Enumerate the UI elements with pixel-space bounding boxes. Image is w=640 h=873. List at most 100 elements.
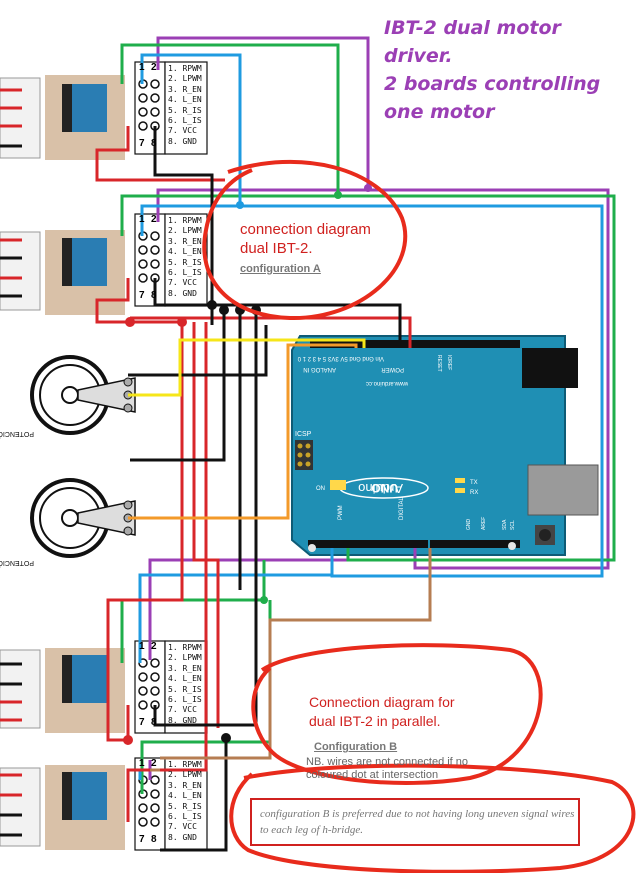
title-line-4: one motor [384, 101, 495, 123]
wires-orange [128, 343, 358, 520]
pin-num: 2 [151, 758, 157, 769]
driver-4-pin-list: 1. RPWM 2. LPWM 3. R_EN 4. L_EN 5. R_IS … [168, 760, 202, 843]
pin-label: 4. L_EN [168, 95, 202, 105]
pin-num: 2 [151, 62, 157, 73]
pot-2-label: POTENCIÓMETRO LINEAR [0, 559, 34, 568]
pin-num: 7 [139, 717, 145, 728]
arduino-uno-board [291, 335, 599, 556]
pin-num: 1 [139, 641, 145, 652]
arduino-rx: RX [470, 490, 478, 496]
pin-num: 1 [139, 62, 145, 73]
header-blocks [134, 61, 208, 851]
arduino-brand: Arduino [358, 481, 403, 496]
driver-2-pin-list: 1. RPWM 2. LPWM 3. R_EN 4. L_EN 5. R_IS … [168, 216, 202, 299]
pin-label: 2. LPWM [168, 770, 202, 780]
pin-label: 1. RPWM [168, 643, 202, 652]
pin-label: 7. VCC [168, 126, 197, 136]
annotation-loops [202, 159, 636, 873]
arduino-site: www.arduino.cc [366, 380, 409, 386]
pin-label: 1. RPWM [168, 64, 202, 73]
pin-label: 5. R_IS [168, 684, 202, 694]
config-b-line-1: Connection diagram for [309, 694, 455, 710]
arduino-power-label: POWER [381, 366, 404, 372]
page-title: IBT-2 dual motor driver. 2 boards contro… [384, 14, 634, 126]
arduino-aref: AREF [481, 517, 487, 530]
arduino-ioref: IOREF [446, 355, 452, 370]
pin-label: 3. R_EN [168, 663, 202, 673]
driver-1-pin-list: 1. RPWM 2. LPWM 3. R_EN 4. L_EN 5. R_IS … [168, 64, 202, 147]
pin-label: 7. VCC [168, 278, 197, 288]
pin-label: 4. L_EN [168, 247, 202, 257]
pot-1-label: POTENCIÓMETRO LINEAR [0, 430, 34, 439]
arduino-on: ON [316, 486, 325, 492]
arduino-reset: RESET [436, 355, 442, 372]
config-b-note: NB. wires are not connected if no colour… [306, 756, 469, 781]
config-b-subtitle: Configuration B [314, 741, 398, 753]
arduino-analog-pins: 5 4 3 2 1 0 [297, 355, 326, 361]
driver-board-2 [0, 230, 125, 315]
pin-label: 2. LPWM [168, 653, 202, 663]
pin-label: 4. L_EN [168, 791, 202, 801]
pin-label: 3. R_EN [168, 84, 202, 94]
arduino-scl: SCL [510, 520, 516, 530]
arduino-gnd: GND [466, 519, 472, 531]
pin-label: 5. R_IS [168, 801, 202, 811]
preference-note-box: configuration B is preferred due to not … [250, 798, 580, 846]
arduino-tx: TX [470, 480, 478, 486]
config-a-line-2: dual IBT-2. [240, 240, 313, 257]
config-a-subtitle: configuration A [240, 263, 321, 275]
wires-yellow [128, 338, 366, 397]
pin-label: 5. R_IS [168, 257, 202, 267]
potentiometer-2 [30, 478, 136, 558]
wires-brown [150, 548, 432, 772]
pin-label: 2. LPWM [168, 226, 202, 236]
preference-note-text: configuration B is preferred due to not … [260, 808, 575, 836]
pin-label: 1. RPWM [168, 760, 202, 769]
driver-3-pin-list: 1. RPWM 2. LPWM 3. R_EN 4. L_EN 5. R_IS … [168, 643, 202, 726]
config-a-caption: connection diagram dual IBT-2. [240, 220, 371, 258]
config-b-line-2: dual IBT-2 in parallel. [309, 713, 441, 729]
config-b-caption: Connection diagram for dual IBT-2 in par… [309, 693, 455, 731]
arduino-analog-label: ANALOG IN [303, 366, 336, 372]
pin-num: 1 [139, 214, 145, 225]
pin-num: 7 [139, 290, 145, 301]
arduino-icsp: ICSP [295, 431, 312, 438]
pin-label: 1. RPWM [168, 216, 202, 225]
wires-black [128, 126, 402, 852]
pin-num: 8 [151, 834, 157, 845]
pin-num: 2 [151, 641, 157, 652]
pin-label: 3. R_EN [168, 780, 202, 790]
pin-label: 8. GND [168, 136, 197, 146]
pin-label: 8. GND [168, 832, 197, 842]
pin-label: 7. VCC [168, 705, 197, 715]
pin-num: 7 [139, 138, 145, 149]
potentiometer-1 [30, 355, 136, 435]
pin-label: 7. VCC [168, 822, 197, 832]
title-line-2: driver. [384, 45, 453, 67]
pin-num: 8 [151, 290, 157, 301]
terminal-wires [0, 88, 22, 837]
pin-label: 6. L_IS [168, 116, 202, 126]
pin-num: 2 [151, 214, 157, 225]
wires-red [95, 126, 412, 822]
pin-num: 8 [151, 138, 157, 149]
arduino-pwm-label: PWM [338, 505, 344, 520]
title-line-1: IBT-2 dual motor [384, 17, 561, 39]
pin-num: 8 [151, 717, 157, 728]
pin-num: 1 [139, 758, 145, 769]
config-a-line-1: connection diagram [240, 221, 371, 238]
pin-label: 4. L_EN [168, 674, 202, 684]
junction-dots [123, 184, 372, 745]
pin-label: 6. L_IS [168, 695, 202, 705]
arduino-model: UNO [371, 481, 398, 495]
wires-blue [138, 53, 604, 780]
pin-num: 7 [139, 834, 145, 845]
arduino-power-pins: Vin Gnd Gnd 5V 3V3 [327, 355, 384, 361]
pin-label: 8. GND [168, 715, 197, 725]
arduino-sda: SDA [502, 519, 508, 530]
pin-label: 6. L_IS [168, 812, 202, 822]
driver-board-4 [0, 765, 125, 850]
pin-label: 2. LPWM [168, 74, 202, 84]
pin-label: 6. L_IS [168, 268, 202, 278]
